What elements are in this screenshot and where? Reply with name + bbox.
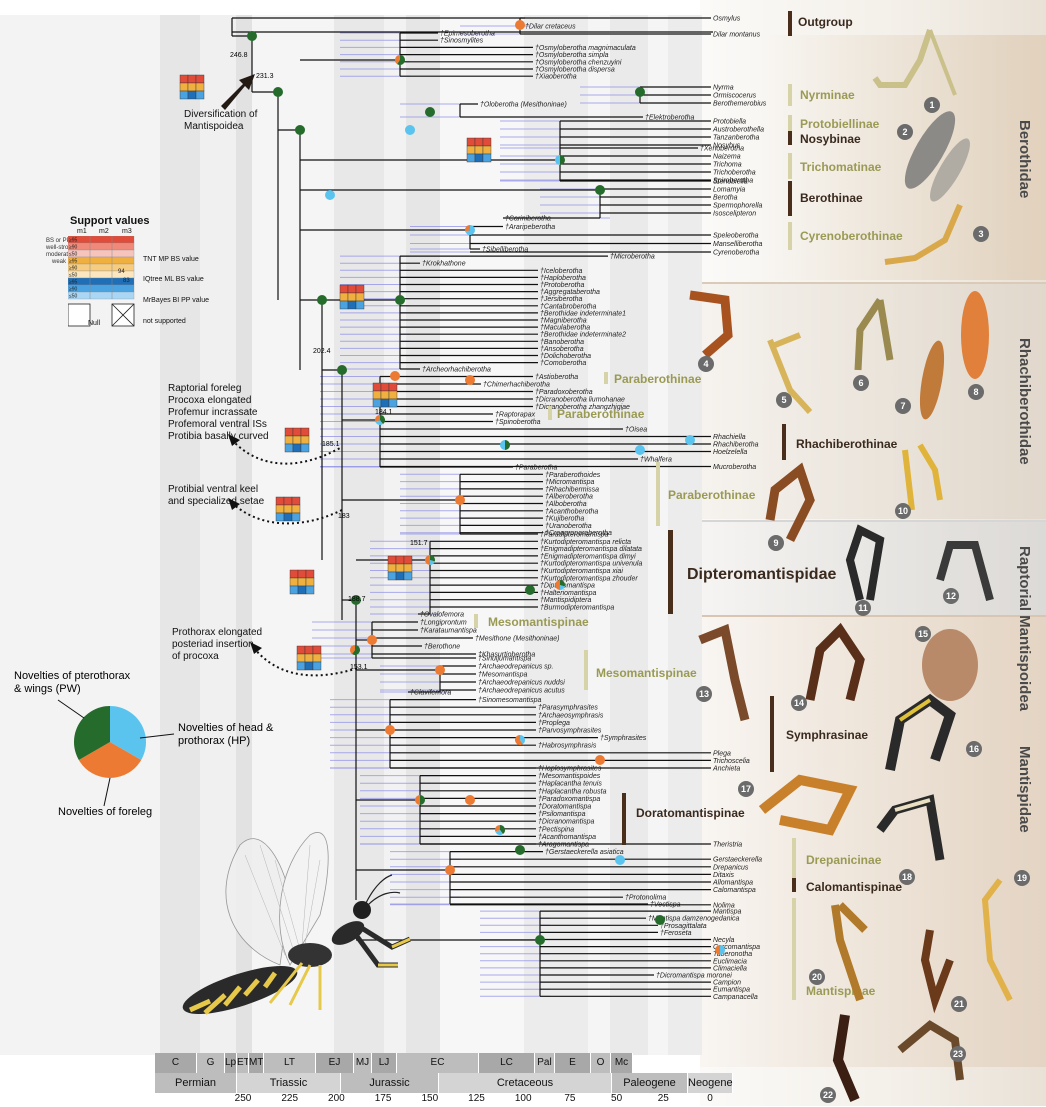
- specimen-1-image: [875, 30, 955, 95]
- specimen-number-13: 13: [696, 686, 712, 702]
- time-tick: 75: [560, 1093, 580, 1104]
- epoch-cell: MT: [249, 1053, 264, 1073]
- time-tick: 50: [607, 1093, 627, 1104]
- specimen-17-image: [762, 780, 850, 830]
- period-cell: Paleogene: [612, 1073, 688, 1093]
- specimen-7-image: [915, 339, 949, 421]
- time-tick: 100: [513, 1093, 533, 1104]
- specimen-9-image: [770, 470, 810, 540]
- specimen-16-image: [890, 700, 950, 770]
- epoch-cell: Mc: [611, 1053, 633, 1073]
- specimen-number-3: 3: [973, 226, 989, 242]
- specimen-11-image: [850, 530, 880, 600]
- period-cell: Permian: [155, 1073, 237, 1093]
- epoch-cell: ET: [237, 1053, 249, 1073]
- specimen-number-16: 16: [966, 741, 982, 757]
- period-cell: Cretaceous: [439, 1073, 612, 1093]
- specimen-number-11: 11: [855, 600, 871, 616]
- time-tick: 200: [326, 1093, 346, 1104]
- epoch-cell: Lp: [225, 1053, 237, 1073]
- epoch-cell: Pal: [535, 1053, 555, 1073]
- epoch-cell: LT: [264, 1053, 316, 1073]
- specimen-number-7: 7: [895, 398, 911, 414]
- specimen-3-image: [885, 205, 960, 262]
- period-cell: Jurassic: [341, 1073, 439, 1093]
- epoch-cell: MJ: [354, 1053, 372, 1073]
- specimen-4-image: [690, 295, 728, 355]
- specimen-number-21: 21: [951, 996, 967, 1012]
- specimen-13-image: [700, 630, 745, 720]
- specimen-10-image: [905, 445, 940, 510]
- timescale-ticks: 2502252001751501251007550250: [155, 1093, 715, 1107]
- specimen-number-14: 14: [791, 695, 807, 711]
- specimen-14-image: [810, 630, 860, 700]
- specimen-number-15: 15: [915, 626, 931, 642]
- specimen-number-18: 18: [899, 869, 915, 885]
- specimen-21-image: [925, 930, 950, 1000]
- specimen-15-image: [922, 629, 978, 701]
- epoch-cell: G: [197, 1053, 225, 1073]
- specimen-number-1: 1: [924, 97, 940, 113]
- specimen-22-image: [838, 1015, 855, 1100]
- period-cell: Neogene: [688, 1073, 733, 1093]
- specimen-number-5: 5: [776, 392, 792, 408]
- specimen-number-4: 4: [698, 356, 714, 372]
- period-cell: Triassic: [237, 1073, 341, 1093]
- time-tick: 250: [233, 1093, 253, 1104]
- specimen-number-22: 22: [820, 1087, 836, 1103]
- geologic-timescale: CGLpETMTLTEJMJLJECLCPalEOMcPermianTriass…: [155, 1053, 710, 1093]
- time-tick: 175: [373, 1093, 393, 1104]
- epoch-cell: EJ: [316, 1053, 354, 1073]
- specimen-2-image: [896, 105, 977, 206]
- time-tick: 150: [420, 1093, 440, 1104]
- epoch-cell: LC: [479, 1053, 535, 1073]
- specimen-18-image: [880, 800, 940, 860]
- specimen-6-image: [858, 300, 890, 370]
- epoch-cell: C: [155, 1053, 197, 1073]
- specimen-number-6: 6: [853, 375, 869, 391]
- specimen-8-image: [961, 291, 989, 379]
- epoch-cell: LJ: [372, 1053, 397, 1073]
- specimen-20-image: [835, 905, 865, 1000]
- specimen-number-2: 2: [897, 124, 913, 140]
- specimen-number-10: 10: [895, 503, 911, 519]
- specimen-number-23: 23: [950, 1046, 966, 1062]
- specimen-number-12: 12: [943, 588, 959, 604]
- time-tick: 125: [467, 1093, 487, 1104]
- specimen-number-20: 20: [809, 969, 825, 985]
- epoch-cell: E: [555, 1053, 591, 1073]
- specimen-number-8: 8: [968, 384, 984, 400]
- specimen-number-17: 17: [738, 781, 754, 797]
- specimen-19-image: [985, 880, 1010, 1000]
- specimen-number-19: 19: [1014, 870, 1030, 886]
- specimen-number-9: 9: [768, 535, 784, 551]
- time-tick: 25: [653, 1093, 673, 1104]
- epoch-cell: EC: [397, 1053, 479, 1073]
- epoch-cell: O: [591, 1053, 611, 1073]
- time-tick: 225: [280, 1093, 300, 1104]
- time-tick: 0: [700, 1093, 720, 1104]
